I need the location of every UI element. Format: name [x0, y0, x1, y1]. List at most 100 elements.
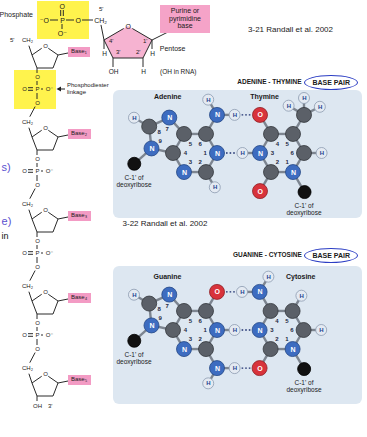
atom-label: N	[290, 346, 296, 353]
atom-label: H	[232, 365, 237, 371]
ring-number: 9	[158, 315, 162, 321]
atom-label: N	[214, 365, 220, 372]
ring-number: 2	[198, 336, 202, 342]
bond-line	[32, 301, 37, 314]
base-box: Base₂	[68, 129, 91, 139]
ring-number: 6	[290, 327, 294, 333]
double-bond	[28, 87, 33, 88]
label-holder: H	[206, 380, 211, 386]
bond-line	[29, 46, 32, 55]
double-bond	[63, 10, 64, 16]
bond-line	[37, 150, 38, 155]
bond-line	[53, 219, 58, 232]
ring-number: 4	[183, 150, 187, 156]
bond-line	[37, 396, 53, 397]
bond-line	[29, 374, 32, 383]
double-bond	[28, 336, 33, 337]
label-holder: H	[240, 150, 245, 156]
bond-line	[29, 210, 32, 219]
bond-line	[37, 314, 53, 315]
label-holder: C-1' of deoxyribose	[281, 379, 328, 394]
atom-label: O	[43, 371, 49, 377]
atom-label: N	[181, 346, 187, 353]
label-holder: O	[257, 111, 263, 118]
ring-number: 1	[285, 336, 289, 342]
chem-group: CH₂	[22, 119, 34, 125]
bond-line	[37, 68, 38, 73]
double-bond	[28, 254, 33, 255]
pointer-label: Phosphodiester linkage	[67, 82, 113, 96]
bond-line	[37, 257, 38, 263]
label-holder: N	[167, 291, 173, 298]
ring-number: 2	[198, 159, 202, 165]
hydrogen-bond	[242, 114, 251, 115]
atom-label: H	[240, 150, 245, 156]
label-holder: O	[35, 320, 41, 326]
label-holder: CH₂	[22, 283, 34, 289]
bond-line	[32, 219, 37, 232]
bond-line	[37, 232, 53, 233]
atom-label: H	[302, 95, 307, 101]
atom-label: H	[318, 104, 323, 110]
atom-label: O	[22, 86, 28, 92]
atom-label: H	[232, 327, 237, 333]
label-holder: 7	[165, 126, 169, 132]
label-holder: 9	[158, 138, 162, 144]
ring-number: 8	[157, 306, 161, 312]
label-holder: N	[167, 114, 173, 121]
label-holder: 5	[285, 141, 289, 147]
label-holder: H	[102, 51, 108, 58]
label-holder: CH₂	[22, 365, 34, 371]
bond-line	[62, 24, 63, 29]
label-holder: ⁻O	[39, 17, 49, 24]
bond-line	[82, 20, 93, 21]
bond-line	[30, 189, 35, 199]
label-holder: 3	[188, 159, 192, 165]
label-holder: O	[43, 43, 49, 49]
atom-sphere	[210, 361, 225, 376]
label-holder: e)	[1, 216, 12, 227]
label-holder: 4	[275, 318, 279, 324]
base-box: Base₁	[68, 47, 90, 57]
label-holder: H	[150, 51, 156, 58]
bond-line	[29, 292, 32, 301]
atom-label: P	[35, 168, 40, 174]
label-holder: s)	[1, 162, 11, 173]
atom-label: H	[132, 292, 137, 298]
label-holder: 2	[275, 336, 279, 342]
atom-label: O	[35, 156, 41, 162]
atom-label: O⁻	[45, 250, 54, 256]
atom-label: O	[35, 100, 41, 106]
label-holder: GUANINE - CYTOSINE	[232, 252, 302, 259]
label-holder: H	[299, 293, 304, 299]
node-text: Base₂	[71, 130, 88, 137]
label-holder: H	[232, 365, 237, 371]
atom-sphere	[264, 126, 279, 141]
atom-sphere	[263, 271, 274, 282]
label-holder: Adenine	[153, 93, 182, 100]
bond-line	[37, 396, 38, 401]
label-holder: O	[22, 168, 28, 174]
atom-sphere	[177, 126, 192, 141]
label-holder: 3'	[48, 403, 53, 409]
bond-line	[113, 58, 143, 59]
atom-sphere	[199, 165, 214, 180]
bond-line	[58, 217, 68, 219]
atom-label: H	[132, 115, 137, 121]
label-holder: H	[213, 184, 218, 190]
atom-sphere	[162, 110, 177, 125]
locant-number: 5'	[99, 6, 104, 12]
ring-number: 8	[157, 129, 161, 135]
bond-line	[41, 89, 43, 90]
label-holder: OH	[33, 403, 43, 409]
cropped-text: e)	[1, 216, 12, 227]
atom-label: H	[286, 103, 291, 109]
label-holder: N	[290, 346, 296, 353]
hydrogen-bond	[226, 152, 235, 153]
atom-sphere	[297, 107, 312, 122]
atom-label: O	[125, 23, 131, 30]
atom-sphere	[210, 323, 225, 338]
label-holder: O	[22, 250, 28, 256]
label-holder: 3'	[116, 49, 121, 55]
